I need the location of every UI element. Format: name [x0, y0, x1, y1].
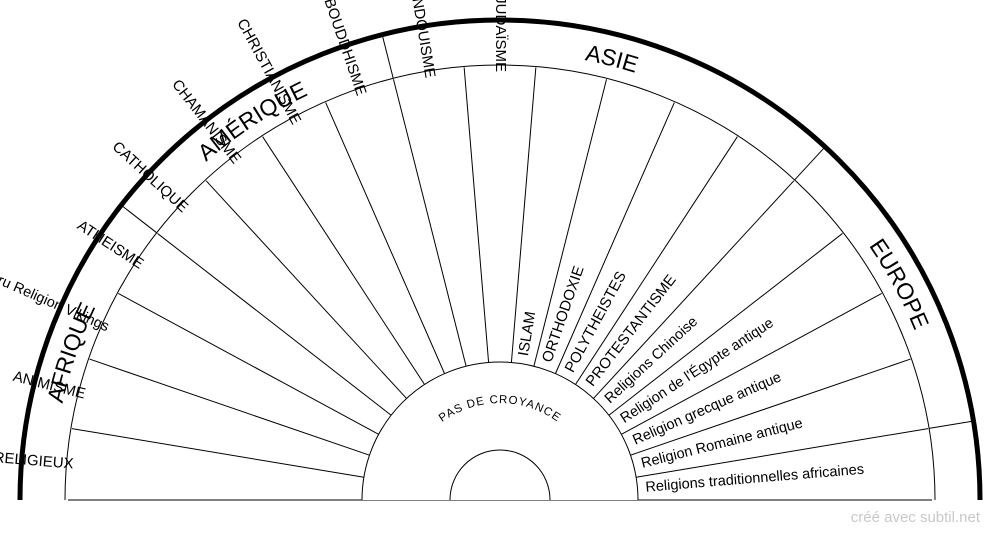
- sector-label: ISLAM: [515, 310, 539, 357]
- region-divider: [928, 420, 972, 429]
- credit-text: créé avec subtil.net: [850, 509, 980, 526]
- center-fill: [362, 362, 638, 500]
- sector-divider: [392, 79, 467, 367]
- inner-arc: [449, 449, 551, 501]
- region-label-textpath: OCÉANIE: [0, 0, 9, 5]
- center-area: PAS DE CROYANCE: [361, 361, 639, 501]
- sector-divider: [630, 358, 911, 456]
- outer-arc: [17, 17, 983, 501]
- sector-divider: [593, 180, 795, 399]
- region-label: OCÉANIE: [0, 0, 9, 5]
- region-divider: [122, 206, 158, 234]
- sector-divider: [510, 67, 537, 363]
- region-label: EUROPE: [865, 234, 935, 333]
- sector-label: JUDAÏSME: [492, 0, 509, 72]
- region-divider: [794, 147, 825, 181]
- sector-divider: [325, 102, 446, 374]
- sector-divider: [575, 136, 738, 385]
- region-divider: [382, 36, 394, 79]
- sector-divider: [205, 180, 407, 399]
- region-label-textpath: ASIE: [583, 39, 641, 77]
- region-label: ASIE: [583, 39, 641, 77]
- region-arc: [64, 64, 936, 501]
- sector-label: Religions traditionnelles africaines: [645, 462, 865, 496]
- sector-divider: [621, 293, 882, 435]
- sector-divider: [262, 136, 425, 385]
- sector-label: HINDOUISME: [406, 0, 439, 79]
- sector-divider: [533, 79, 608, 367]
- sector-divider: [157, 233, 392, 416]
- sector-divider: [463, 67, 490, 363]
- center-arc: [361, 361, 639, 501]
- sector-divider: [71, 428, 364, 478]
- sector-divider: [118, 293, 379, 435]
- chart-lines: [17, 17, 983, 501]
- sector-divider: [554, 102, 675, 374]
- region-label-textpath: EUROPE: [865, 234, 935, 333]
- sector-label: AUTRE ORDRE RELIGIEUX: [0, 440, 74, 473]
- sector-divider: [89, 358, 370, 456]
- sector-divider: [636, 428, 929, 478]
- sector-label: ATHEISME: [74, 217, 147, 273]
- sector-divider: [608, 233, 843, 416]
